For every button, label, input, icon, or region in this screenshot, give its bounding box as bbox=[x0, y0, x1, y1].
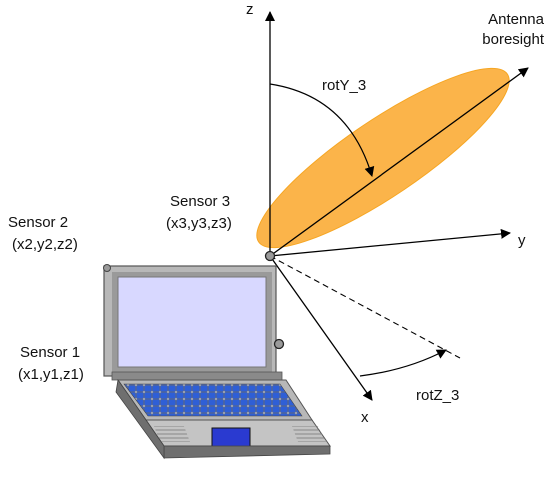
boresight-axis bbox=[269, 67, 529, 257]
sensor-2-name: Sensor 2 bbox=[8, 214, 68, 231]
antenna-boresight-label-line1: Antenna bbox=[488, 11, 545, 28]
sensor-1-coords: (x1,y1,z1) bbox=[18, 366, 84, 383]
x-axis-label: x bbox=[361, 409, 369, 426]
y-axis bbox=[269, 228, 511, 257]
sensor-3-dot-icon bbox=[264, 250, 276, 262]
sensor-3-name: Sensor 3 bbox=[170, 193, 230, 210]
sensor-1-dot-icon bbox=[273, 338, 285, 350]
sensor-1-name: Sensor 1 bbox=[20, 344, 80, 361]
sensor-3-coords: (x3,y3,z3) bbox=[166, 215, 232, 232]
laptop-keyboard bbox=[123, 383, 303, 417]
sensor-2-coords: (x2,y2,z2) bbox=[12, 236, 78, 253]
sensor-2-dot-icon bbox=[103, 264, 111, 272]
z-axis-label: z bbox=[246, 1, 254, 18]
antenna-boresight-label-line2: boresight bbox=[482, 31, 545, 48]
antenna-lobe bbox=[256, 67, 510, 249]
laptop-icon bbox=[103, 265, 331, 460]
rot-z-arc bbox=[359, 349, 447, 377]
boresight-projection bbox=[269, 255, 461, 359]
y-axis-label: y bbox=[518, 232, 526, 249]
rot-y-arc bbox=[269, 83, 375, 177]
rot-y-label: rotY_3 bbox=[322, 77, 366, 94]
x-axis bbox=[269, 255, 373, 401]
laptop-screen bbox=[117, 276, 267, 368]
rot-z-label: rotZ_3 bbox=[416, 387, 459, 404]
